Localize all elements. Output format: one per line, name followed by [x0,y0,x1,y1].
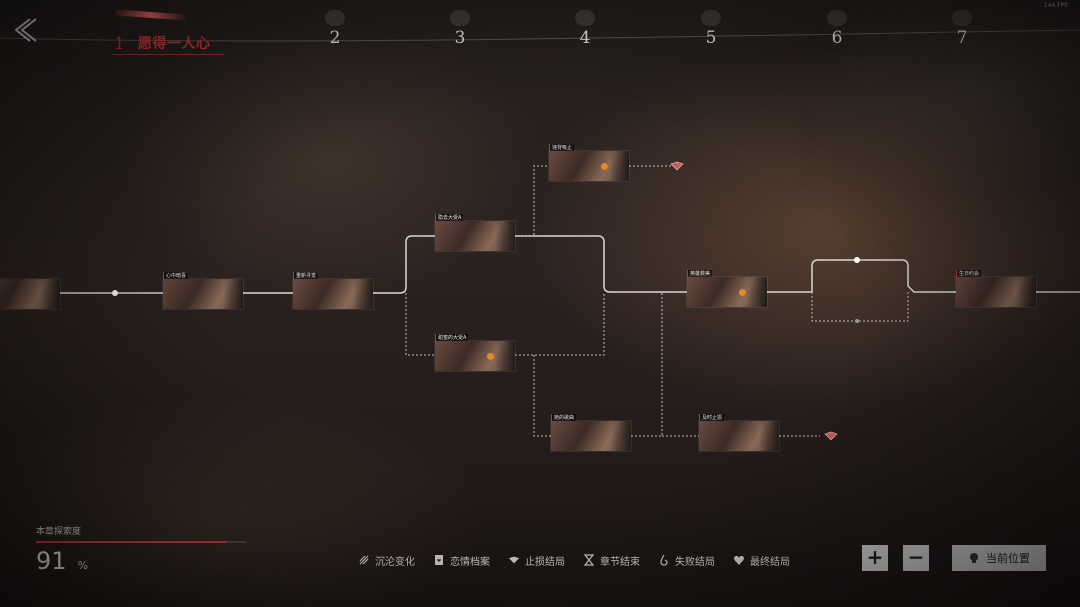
node-thumbnail [549,151,629,181]
stop-loss-icon [508,556,520,564]
zoom-in-button[interactable]: + [862,545,888,571]
story-node-n9[interactable]: 生日约会 [956,270,1036,307]
legend-item-chapter-end: 章节结束 [583,552,640,568]
node-thumbnail [551,421,631,451]
story-node-n2[interactable]: 重新寻觉 [293,272,373,309]
node-label: 重新寻觉 [293,272,319,279]
current-position-label: 当前位置 [986,552,1030,565]
node-thumbnail [699,421,779,451]
node-thumbnail [956,277,1036,307]
locate-icon [970,553,978,563]
story-node-n5[interactable]: 违背吸止 [549,144,629,181]
stop-loss-ending-icon[interactable] [670,161,684,171]
story-node-n6[interactable]: 英雄救美 [687,270,767,307]
node-thumbnail [435,221,515,251]
fail-icon [660,554,668,566]
new-marker-icon [487,353,494,360]
node-label: 隐去大受A [435,214,464,221]
node-thumbnail [687,277,767,307]
story-node-n1[interactable]: 心中暗喜 [163,272,243,309]
stop-loss-ending-icon[interactable] [824,431,838,441]
node-thumbnail [0,279,60,309]
progress-fill [36,541,228,543]
heart-file-icon [435,555,443,565]
node-label: 英雄救美 [687,270,713,277]
progress-value: 91 [36,547,67,575]
hourglass-icon [583,554,595,566]
node-label: 违背吸止 [549,144,575,151]
legend-item-heart-file: 恋情档案 [433,552,490,568]
legend-label: 止损结局 [525,556,565,568]
node-label: 心中暗喜 [163,272,189,279]
story-node-start[interactable] [0,279,60,309]
legend-label: 章节结束 [600,556,640,568]
story-node-n8[interactable]: 及时止损 [699,414,779,451]
progress-unit: % [77,559,89,572]
story-branch-tree [60,165,1080,437]
legend-item-fail: 失败结局 [658,552,715,568]
story-node-n3[interactable]: 隐去大受A [435,214,515,251]
legend-label: 最终结局 [750,556,790,568]
node-label: 生日约会 [956,270,982,277]
chapter-progress: 本章探索度 91 % [36,524,246,575]
current-position-button[interactable]: 当前位置 [952,545,1046,571]
sink-icon [359,555,369,565]
legend: 沉沦变化 恋情档案 止损结局 章节结束 失败结局 最终结局 [358,552,790,568]
node-thumbnail [293,279,373,309]
node-label: 甜蜜的大受A [435,334,469,341]
legend-label: 沉沦变化 [375,556,415,568]
new-marker-icon [739,289,746,296]
new-marker-icon [601,163,608,170]
node-thumbnail [435,341,515,371]
heart-icon [734,555,744,565]
story-node-n4[interactable]: 甜蜜的大受A [435,334,515,371]
node-label: 她的歌曲 [551,414,577,421]
legend-label: 恋情档案 [450,556,490,568]
legend-item-sink: 沉沦变化 [358,552,415,568]
legend-item-stop-loss: 止损结局 [508,552,565,568]
node-thumbnail [163,279,243,309]
progress-track [36,541,246,543]
legend-label: 失败结局 [675,556,715,568]
node-label: 及时止损 [699,414,725,421]
zoom-out-button[interactable]: − [903,545,929,571]
progress-label: 本章探索度 [36,527,82,537]
legend-item-final: 最终结局 [733,552,790,568]
story-node-n7[interactable]: 她的歌曲 [551,414,631,451]
